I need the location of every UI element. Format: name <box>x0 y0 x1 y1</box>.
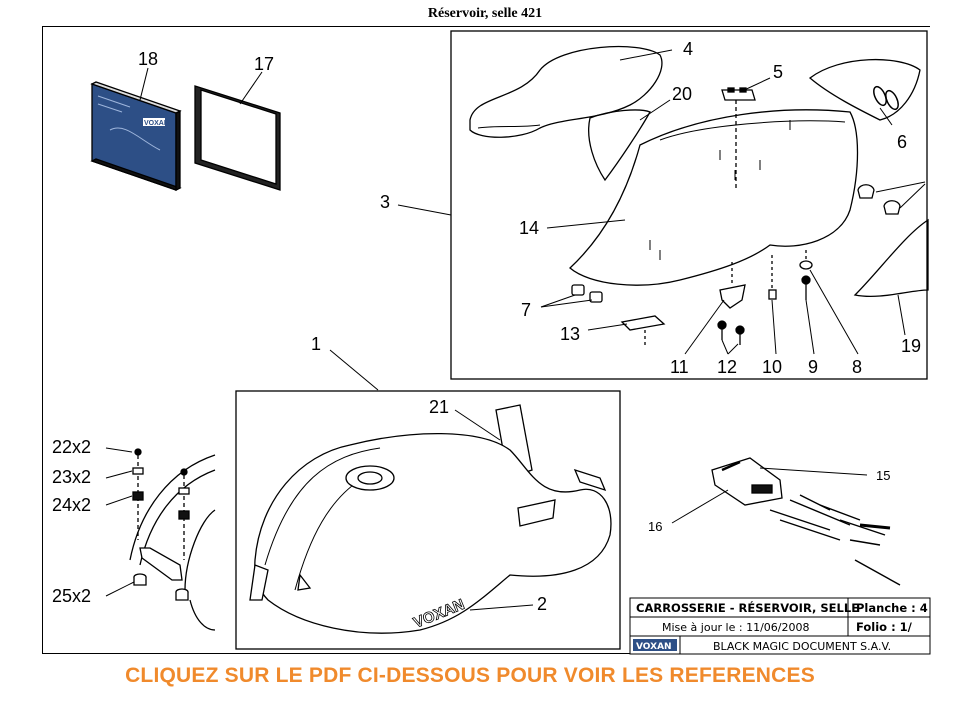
callout-19: 19 <box>901 336 921 356</box>
callout-17: 17 <box>254 54 274 74</box>
callout-15: 15 <box>876 468 890 483</box>
rear-seat-part <box>469 46 663 138</box>
page-title: Réservoir, selle 421 <box>427 6 543 21</box>
callout-23: 23x2 <box>52 467 91 487</box>
seat-plate-part <box>620 315 666 331</box>
seat-group-frame <box>450 30 928 380</box>
title-block-document: BLACK MAGIC DOCUMENT S.A.V. <box>713 640 891 653</box>
callout-24: 24x2 <box>52 495 91 515</box>
callout-14: 14 <box>519 218 539 238</box>
seat-base-part <box>569 109 859 286</box>
title-block-section: CARROSSERIE - RÉSERVOIR, SELLE <box>636 600 859 615</box>
callout-4: 4 <box>683 39 693 59</box>
callout-18: 18 <box>138 49 158 69</box>
title-block-logo: VOXAN <box>636 642 672 652</box>
callout-25: 25x2 <box>52 586 91 606</box>
booklet-part <box>194 85 281 191</box>
callout-7: 7 <box>521 300 531 320</box>
seat-clip-part <box>721 87 756 190</box>
title-block-planche: Planche : 4 <box>856 601 928 615</box>
seat-hardware-parts <box>717 250 813 345</box>
tank-group-frame <box>235 390 621 650</box>
toolkit-part <box>711 457 901 586</box>
callout-6: 6 <box>897 132 907 152</box>
callout-20: 20 <box>672 84 692 104</box>
owners-manual-part: VOXAN <box>90 81 182 192</box>
seat-panel-part <box>588 109 651 182</box>
diagram-frame <box>42 26 930 654</box>
leader-lines <box>105 49 926 611</box>
callout-10: 10 <box>762 357 782 377</box>
callout-13: 13 <box>560 324 580 344</box>
seat-buffer-parts <box>571 284 603 303</box>
side-panel-part <box>853 218 929 298</box>
callout-9: 9 <box>808 357 818 377</box>
fuel-tank-part: VOXAN <box>249 432 612 634</box>
callout-16: 16 <box>648 519 662 534</box>
rear-cowl-part <box>808 58 921 121</box>
callout-12: 12 <box>717 357 737 377</box>
title-block-folio: Folio : 1/ <box>856 620 913 634</box>
tank-mount-detail <box>129 448 216 631</box>
callout-8: 8 <box>852 357 862 377</box>
callout-22: 22x2 <box>52 437 91 457</box>
callout-11: 11 <box>670 357 689 377</box>
callout-2: 2 <box>537 594 547 614</box>
title-block <box>629 597 931 655</box>
title-block-update: Mise à jour le : 11/06/2008 <box>662 621 809 634</box>
pdf-cta-link[interactable]: CLIQUEZ SUR LE PDF CI-DESSOUS POUR VOIR … <box>125 664 815 687</box>
callout-3: 3 <box>380 192 390 212</box>
callout-1: 1 <box>311 334 321 354</box>
callout-5: 5 <box>773 62 783 82</box>
manual-logo: VOXAN <box>144 120 169 127</box>
callout-21: 21 <box>429 397 449 417</box>
grommet-parts <box>857 184 901 215</box>
